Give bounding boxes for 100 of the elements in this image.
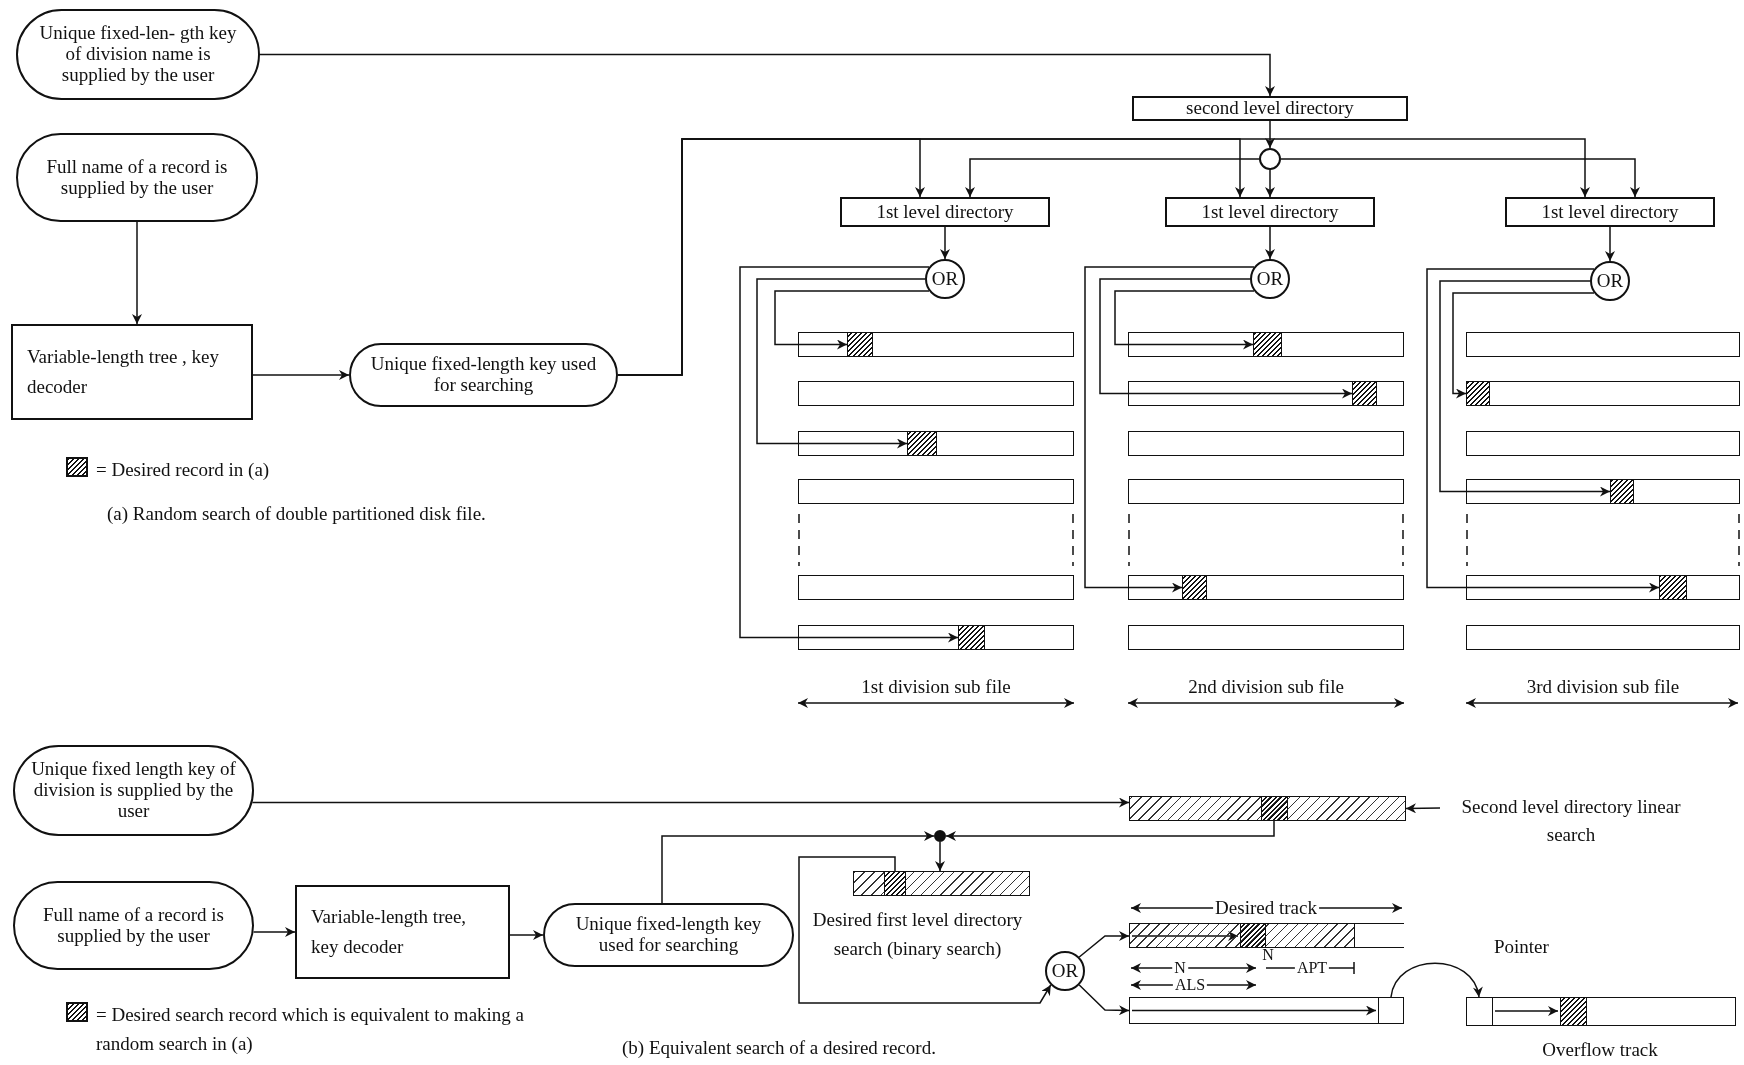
arrow [252,370,350,380]
arrow [1078,984,1130,1016]
track-bar [1128,575,1404,600]
track-bar [1466,381,1740,406]
node-text: Unique fixed-len- gth key of division name is supplied by the user [38,23,238,86]
label-text: N [1261,946,1275,965]
or-gate-circle [1250,259,1290,299]
arrow [739,266,959,643]
arrow [252,927,296,937]
node-text: OR [1256,268,1284,290]
hatched-directory-bar [853,871,1030,896]
process-box [11,324,253,420]
arrow [251,797,1130,808]
node-text: Unique fixed length key of division is supplied by the user [31,759,236,822]
track-bar [1129,923,1404,948]
track-bar [1128,381,1404,406]
arrow [132,221,142,325]
arrow [1114,290,1255,350]
node-text: Variable-length tree, key decoder [311,904,468,959]
desired-record-cell [1609,478,1634,504]
track-bar [798,332,1074,357]
track-bar [1128,332,1404,357]
arrow [1405,803,1441,814]
node-text: OR [931,268,959,290]
track-bar [1466,431,1740,456]
track-bar [1466,997,1736,1026]
process-box [295,885,510,979]
desired-record-cell [957,624,985,650]
track-bar [1466,575,1740,600]
desired-record-cell [1181,574,1207,600]
track-bar [1129,997,1404,1024]
track-bar [798,575,1074,600]
node-caption: Desired first level directory search (binary search) [811,908,1024,961]
hatched-directory-bar [1129,796,1406,821]
node-text: Unique fixed-length key used for searching [369,354,598,396]
desired-record-cell [906,430,937,456]
arrow [1439,280,1611,497]
arrow [259,53,1275,97]
arrow [1265,226,1275,260]
track-bar [1466,625,1740,650]
terminal-shape [543,903,794,967]
track-bar [798,381,1074,406]
node-text: Full name of a record is supplied by the user [42,904,225,947]
arrow [509,930,544,940]
label-text: 3rd division sub file [1525,676,1681,698]
arrow [1084,266,1255,593]
arrow [1078,931,1130,958]
arrow [1426,268,1660,593]
arrow [1265,120,1275,149]
desired-record-cell [846,331,873,357]
node-text: 1st level directory [1541,201,1679,223]
node-text: Variable-length tree , key decoder [27,344,221,399]
node-text: second level directory [1186,98,1354,119]
legend-text: = Desired search record which is equivalent to making a random search in (a) [96,1003,526,1057]
track-bar [1128,479,1404,504]
arrow [1390,962,1482,998]
arrow [1452,292,1595,399]
node-caption: Overflow track [1541,1038,1659,1062]
terminal-shape [349,343,618,407]
desired-record-cell [1465,380,1490,406]
desired-record-cell [1252,331,1282,357]
track-bar [1128,625,1404,650]
arrow [798,856,1052,1004]
node-text: Unique fixed-length key used for searching [574,914,763,956]
track-bar [1466,479,1740,504]
arrow [1605,226,1615,262]
track-bar [798,625,1074,650]
directory-box [840,197,1050,227]
junction-dot [934,830,946,842]
arrow [1099,278,1353,399]
track-bar [798,479,1074,504]
arrow [617,138,1590,376]
label-text: (b) Equivalent search of a desired record. [621,1037,937,1059]
track-bar [798,431,1074,456]
arrow [1280,158,1640,198]
desired-record-cell [1658,574,1687,600]
track-bar [1128,431,1404,456]
node-text: OR [1051,960,1079,982]
arrow [945,820,1275,841]
arrow [774,290,930,350]
legend-text: = Desired record in (a) [96,458,270,482]
node-text: 1st level directory [876,201,1014,223]
directory-box [1505,197,1715,227]
arrow [756,278,926,449]
label-text: 2nd division sub file [1187,676,1345,698]
track-bar [1466,332,1740,357]
node-text: Full name of a record is supplied by the user [45,156,229,199]
directory-box [1132,96,1408,121]
arrow [940,226,950,260]
or-gate-circle [1590,261,1630,301]
arrow [1265,169,1275,198]
desired-record-cell [1351,380,1377,406]
junction-circle [1259,148,1281,170]
label-text: (a) Random search of double partitioned disk file. [106,503,487,525]
node-text: OR [1596,270,1624,292]
or-gate-circle [1045,951,1085,991]
note-text: Second level directory linear search [1460,794,1682,847]
arrow [965,158,1260,198]
arrow [661,831,935,904]
node-text: 1st level directory [1201,201,1339,223]
